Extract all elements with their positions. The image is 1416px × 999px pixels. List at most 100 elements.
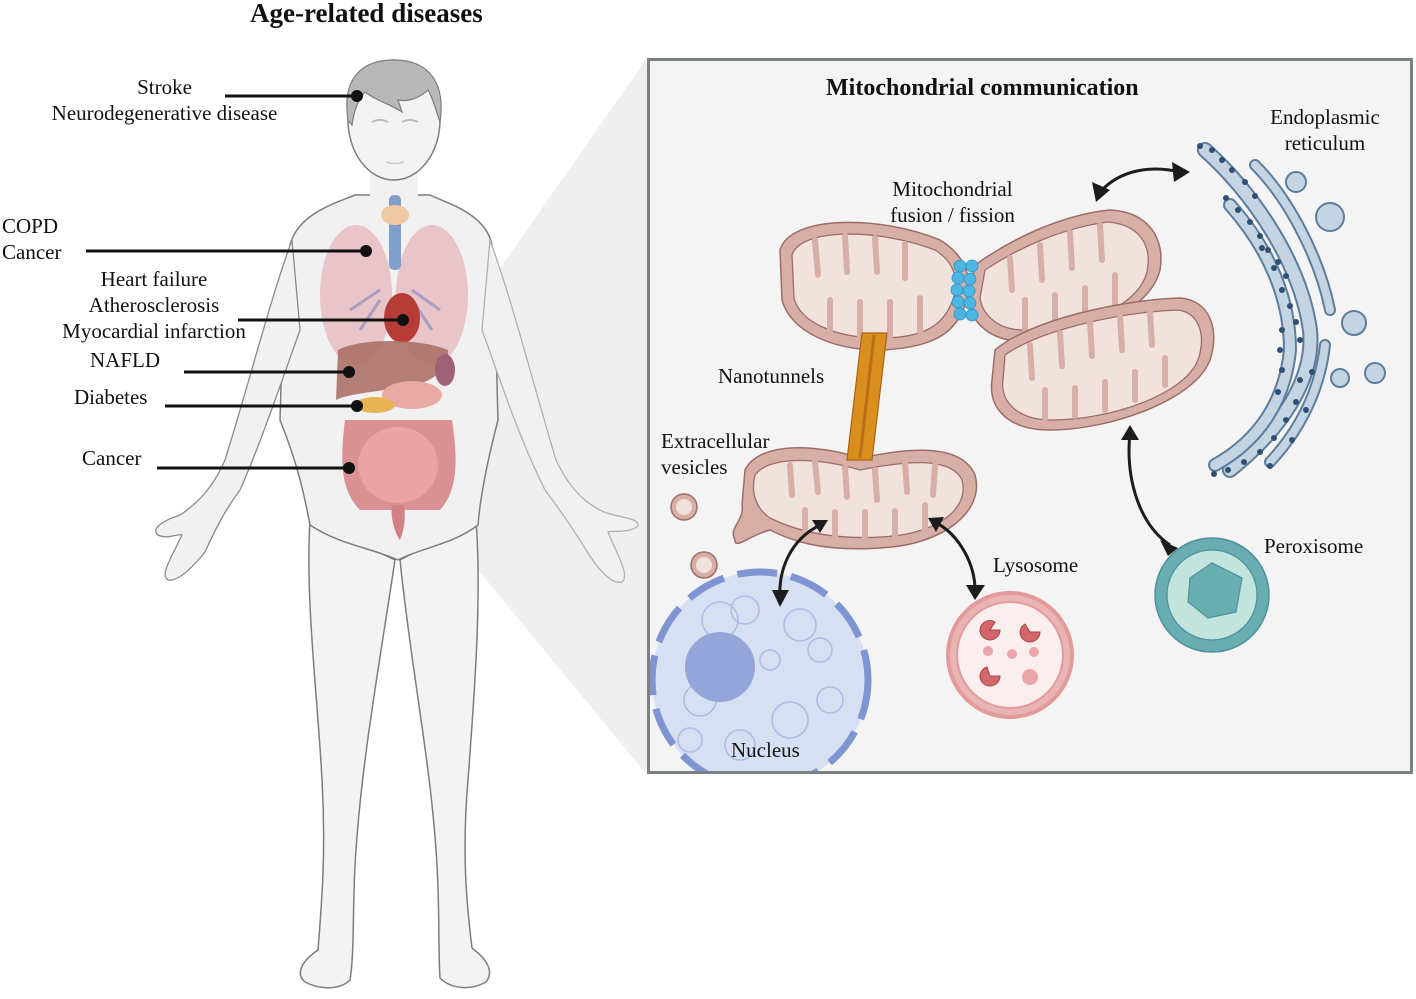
nucleus-envelope	[650, 568, 872, 771]
label-nucleus: Nucleus	[731, 738, 800, 762]
ribosome-dot	[1303, 407, 1309, 413]
rectum	[391, 505, 405, 540]
ribosome-dot	[1309, 369, 1315, 375]
label-line: Myocardial infarction	[62, 319, 246, 343]
figure-title: Age-related diseases	[250, 0, 483, 28]
interaction-arrows	[778, 167, 1181, 601]
ribosome-dot	[1297, 377, 1303, 383]
arrow-mito-lysosome	[934, 520, 977, 591]
liver	[336, 341, 449, 400]
label-lung: COPD Cancer	[2, 213, 61, 265]
ribosome-dot	[1283, 417, 1289, 423]
endoplasmic-reticulum	[1197, 142, 1386, 478]
label-line: Extracellular	[661, 429, 770, 453]
arrow-heads	[772, 162, 1190, 607]
label-nanotunnels: Nanotunnels	[718, 364, 825, 388]
organs	[320, 195, 468, 540]
right-arm	[481, 239, 639, 583]
ribosome-dot	[1275, 259, 1281, 265]
label-intestine: Cancer	[82, 445, 141, 471]
left-arm	[155, 239, 301, 581]
spleen	[435, 354, 455, 386]
ribosome-dot	[1293, 319, 1299, 325]
mouth	[385, 161, 405, 165]
ribosome-dot	[1297, 337, 1303, 343]
right-leg	[399, 518, 491, 989]
thyroid	[381, 205, 409, 225]
label-line: reticulum	[1284, 131, 1366, 155]
fusion-proteins	[950, 259, 979, 322]
ribosome-dot	[1287, 303, 1293, 309]
label-lysosome: Lysosome	[993, 553, 1079, 577]
label-line: Diabetes	[74, 385, 148, 409]
ribosome-dot	[1235, 207, 1241, 213]
label-line: Cancer	[2, 240, 62, 264]
bronchi	[349, 288, 441, 331]
ribosome-dot	[1225, 467, 1231, 473]
left-leg	[299, 518, 396, 989]
panel-title: Mitochondrial communication	[826, 75, 1139, 101]
ribosome-dot	[1252, 193, 1258, 199]
label-fusion-fission: Mitochondrial fusion / fission	[860, 176, 1045, 228]
ribosome-dot	[1219, 157, 1225, 163]
label-line: Atherosclerosis	[88, 293, 220, 317]
label-line: NAFLD	[90, 348, 161, 372]
nucleus	[650, 568, 872, 771]
vesicle-inner	[676, 499, 692, 515]
pointer-dot-heart	[397, 314, 409, 326]
label-line: Stroke	[137, 75, 192, 99]
arrow-mito-er	[1098, 167, 1181, 194]
label-line: Heart failure	[100, 267, 208, 291]
pointer-dot-liver	[343, 366, 355, 378]
eye-left	[371, 119, 389, 123]
ribosome-dot	[1257, 449, 1263, 455]
ribosome-dot	[1247, 219, 1253, 225]
label-line: Mitochondrial	[892, 177, 1013, 201]
zoom-cone	[470, 58, 647, 775]
ribosome-dot	[1223, 195, 1229, 201]
label-heart: Heart failure Atherosclerosis Myocardial…	[44, 266, 264, 344]
small-intestine	[358, 427, 438, 503]
peroxisome-core	[1187, 562, 1243, 619]
eye-right	[401, 119, 419, 123]
label-line: fusion / fission	[890, 203, 1015, 227]
ribosome-dot	[1209, 147, 1215, 153]
label-pancreas: Diabetes	[74, 384, 147, 410]
ribosome-dot	[1211, 471, 1217, 477]
ribosome-dot	[1265, 247, 1271, 253]
label-peroxisome: Peroxisome	[1264, 534, 1364, 558]
ribosome-dot	[1271, 435, 1277, 441]
ribosome-dot	[1279, 287, 1285, 293]
human-body	[86, 59, 639, 989]
mitochondrion-right	[990, 297, 1215, 431]
lung-left	[320, 225, 392, 365]
label-pointers	[86, 90, 409, 474]
ribosome-dot	[1267, 463, 1273, 469]
label-line: Endoplasmic	[1270, 105, 1380, 129]
arrow-mito-peroxisome	[1127, 431, 1171, 547]
label-line: Cancer	[82, 446, 142, 470]
ribosome-dot	[1271, 265, 1277, 271]
lysosome-enzymes	[979, 620, 1041, 687]
nucleolus	[685, 632, 755, 702]
ribosome-dot	[1277, 347, 1283, 353]
stomach	[382, 381, 442, 409]
peroxisome	[1154, 537, 1270, 653]
nanotunnel-groove	[858, 334, 876, 459]
label-liver: NAFLD	[90, 347, 160, 373]
pointer-dot-brain	[351, 90, 363, 102]
pointer-dot-pancreas	[351, 400, 363, 412]
label-endoplasmic-reticulum: Endoplasmic reticulum	[1250, 104, 1400, 156]
pancreas	[355, 397, 395, 413]
vesicle-inner	[696, 557, 712, 573]
pointer-dot-intestine	[343, 462, 355, 474]
nucleus-body	[652, 572, 868, 771]
ribosome-dot	[1279, 327, 1285, 333]
ribosome-dot	[1229, 167, 1235, 173]
ribosome-dot	[1241, 459, 1247, 465]
hair	[346, 59, 442, 127]
label-line: COPD	[2, 214, 59, 238]
